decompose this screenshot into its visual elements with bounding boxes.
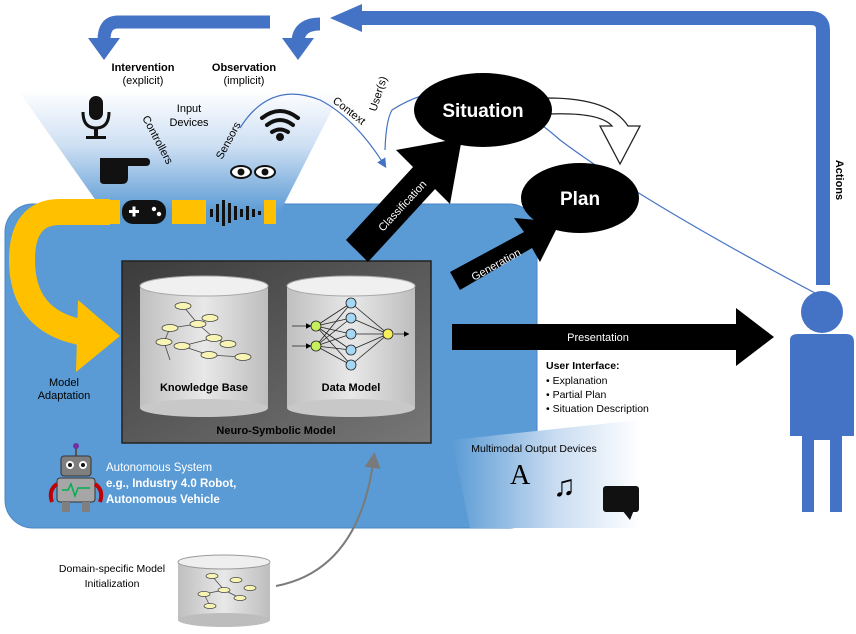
ui-item-situation-description: • Situation Description bbox=[546, 403, 649, 415]
context-label: Context bbox=[330, 95, 367, 128]
plan-label: Plan bbox=[560, 189, 600, 210]
neural-network bbox=[292, 297, 410, 371]
initialization-arrow bbox=[275, 452, 381, 587]
neuro-symbolic-label: Neuro-Symbolic Model bbox=[216, 425, 335, 437]
autonomous-system-title: Autonomous System bbox=[106, 462, 212, 474]
actions-arrowhead bbox=[330, 4, 362, 32]
output-devices-area bbox=[452, 420, 640, 528]
pointing-hand-icon bbox=[100, 158, 150, 184]
domain-label-line2: Initialization bbox=[85, 578, 140, 590]
wifi-icon bbox=[260, 109, 300, 141]
intervention-arrowhead bbox=[88, 38, 120, 60]
domain-model-cylinder bbox=[177, 554, 271, 627]
ui-item-explanation: • Explanation bbox=[546, 375, 608, 387]
chat-bubble-icon bbox=[603, 486, 639, 520]
ui-title: User Interface: bbox=[546, 360, 620, 372]
generation-arrow bbox=[450, 218, 560, 290]
users-label: User(s) bbox=[367, 75, 390, 113]
sound-wave-icon bbox=[210, 200, 261, 226]
model-adaptation-arrow bbox=[8, 199, 110, 345]
input-devices-line1: Input bbox=[177, 103, 201, 115]
model-adaptation-line2: Adaptation bbox=[38, 390, 91, 402]
data-model-label: Data Model bbox=[322, 382, 381, 394]
knowledge-base-cylinder bbox=[139, 275, 269, 417]
observation-arrow bbox=[291, 17, 321, 42]
device-bar-left bbox=[106, 200, 120, 224]
observation-title: Observation bbox=[212, 62, 276, 74]
output-devices-title: Multimodal Output Devices bbox=[471, 443, 596, 455]
generation-label: Generation bbox=[470, 247, 523, 284]
data-model-cylinder bbox=[286, 275, 416, 417]
ui-item-partial-plan: • Partial Plan bbox=[546, 389, 606, 401]
intervention-arrow bbox=[97, 15, 270, 41]
sensors-label: Sensors bbox=[214, 120, 244, 162]
situation-label: Situation bbox=[442, 101, 523, 122]
presentation-arrow bbox=[452, 308, 774, 366]
device-bar-right bbox=[264, 200, 276, 224]
observation-sub: (implicit) bbox=[224, 75, 265, 87]
classification-label: Classification bbox=[376, 178, 429, 234]
autonomous-system-sub1: e.g., Industry 4.0 Robot, bbox=[106, 478, 236, 490]
knowledge-base-label: Knowledge Base bbox=[160, 382, 248, 394]
actions-feedback-arrow bbox=[360, 11, 830, 285]
music-note-icon: ♫ bbox=[553, 470, 576, 503]
intervention-sub: (explicit) bbox=[123, 75, 164, 87]
observation-arrowhead bbox=[282, 38, 314, 60]
intervention-title: Intervention bbox=[112, 62, 175, 74]
situation-node bbox=[414, 73, 552, 147]
device-bar-mid bbox=[172, 200, 206, 224]
autonomous-system-sub2: Autonomous Vehicle bbox=[106, 494, 220, 506]
situation-to-plan-arrow bbox=[547, 97, 642, 166]
robot-icon bbox=[48, 443, 104, 512]
model-adaptation-line1: Model bbox=[49, 377, 79, 389]
context-arrow bbox=[239, 93, 387, 169]
input-devices-funnel bbox=[18, 90, 342, 212]
eyes-icon bbox=[230, 165, 276, 179]
input-devices-line2: Devices bbox=[169, 117, 209, 129]
knowledge-graph bbox=[155, 302, 252, 361]
gamepad-icon bbox=[122, 200, 166, 224]
user-person-icon bbox=[790, 291, 854, 512]
model-adaptation-arrowhead bbox=[76, 300, 120, 372]
plan-node bbox=[521, 163, 639, 233]
actions-label: Actions bbox=[833, 160, 845, 200]
domain-label-line1: Domain-specific Model bbox=[59, 563, 165, 575]
presentation-label: Presentation bbox=[567, 332, 629, 344]
letter-a-icon: A bbox=[510, 460, 531, 491]
microphone-icon bbox=[81, 96, 111, 139]
